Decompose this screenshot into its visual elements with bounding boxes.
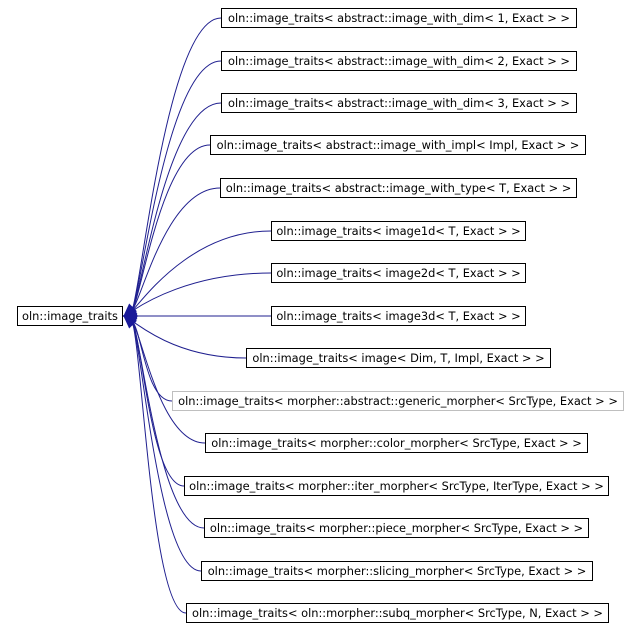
arrowhead-6 [122,314,137,329]
inheritance-edge-3 [131,144,211,312]
derived-class-node-image-with-impl[interactable]: oln::image_traits< abstract::image_with_… [210,135,586,155]
derived-class-label: oln::image_traits< morpher::piece_morphe… [209,521,584,535]
derived-class-label: oln::image_traits< abstract::image_with_… [228,54,570,68]
derived-class-node-slicing-morpher[interactable]: oln::image_traits< morpher::slicing_morp… [201,561,593,581]
derived-class-label: oln::image_traits< image3d< T, Exact > > [276,309,521,323]
derived-class-label: oln::image_traits< image2d< T, Exact > > [276,266,521,280]
derived-class-label: oln::image_traits< morpher::abstract::ge… [178,394,618,408]
derived-class-node-image-with-type[interactable]: oln::image_traits< abstract::image_with_… [220,178,577,198]
derived-class-label: oln::image_traits< image< Dim, T, Impl, … [252,351,545,365]
derived-class-label: oln::image_traits< morpher::color_morphe… [211,436,582,450]
derived-class-label: oln::image_traits< abstract::image_with_… [228,96,570,110]
derived-class-label: oln::image_traits< morpher::iter_morpher… [189,479,604,493]
derived-class-node-generic-morpher[interactable]: oln::image_traits< morpher::abstract::ge… [172,391,624,411]
derived-class-node-image-with-dim-2[interactable]: oln::image_traits< abstract::image_with_… [221,51,577,71]
derived-class-node-image1d[interactable]: oln::image_traits< image1d< T, Exact > > [271,221,526,241]
derived-class-node-subq-morpher[interactable]: oln::image_traits< oln::morpher::subq_mo… [186,603,609,623]
inheritance-edge-0 [131,17,222,312]
derived-class-node-image-with-dim-3[interactable]: oln::image_traits< abstract::image_with_… [221,93,577,113]
inheritance-edge-13 [131,320,202,572]
derived-class-node-image[interactable]: oln::image_traits< image< Dim, T, Impl, … [246,348,551,368]
inheritance-edge-4 [131,187,221,312]
inheritance-edge-8 [131,320,247,359]
derived-class-node-iter-morpher[interactable]: oln::image_traits< morpher::iter_morpher… [184,476,609,496]
derived-class-label: oln::image_traits< abstract::image_with_… [216,138,580,152]
derived-class-label: oln::image_traits< image1d< T, Exact > > [276,224,521,238]
derived-class-label: oln::image_traits< abstract::image_with_… [228,11,570,25]
inheritance-edge-12 [131,320,205,529]
derived-class-node-color-morpher[interactable]: oln::image_traits< morpher::color_morphe… [205,433,588,453]
base-class-node[interactable]: oln::image_traits [17,306,123,326]
derived-class-node-image3d[interactable]: oln::image_traits< image3d< T, Exact > > [271,306,526,326]
derived-class-label: oln::image_traits< oln::morpher::subq_mo… [192,606,603,620]
inheritance-edge-14 [131,320,187,614]
derived-class-node-piece-morpher[interactable]: oln::image_traits< morpher::piece_morphe… [204,518,589,538]
inheritance-edge-1 [131,60,222,312]
inheritance-edge-10 [131,320,206,444]
derived-class-node-image-with-dim-1[interactable]: oln::image_traits< abstract::image_with_… [221,8,577,28]
derived-class-label: oln::image_traits< abstract::image_with_… [225,181,572,195]
inheritance-edge-6 [131,272,272,312]
derived-class-label: oln::image_traits< morpher::slicing_morp… [207,564,587,578]
derived-class-node-image2d[interactable]: oln::image_traits< image2d< T, Exact > > [271,263,526,283]
inheritance-edge-5 [131,230,272,312]
base-class-label: oln::image_traits [22,309,118,323]
